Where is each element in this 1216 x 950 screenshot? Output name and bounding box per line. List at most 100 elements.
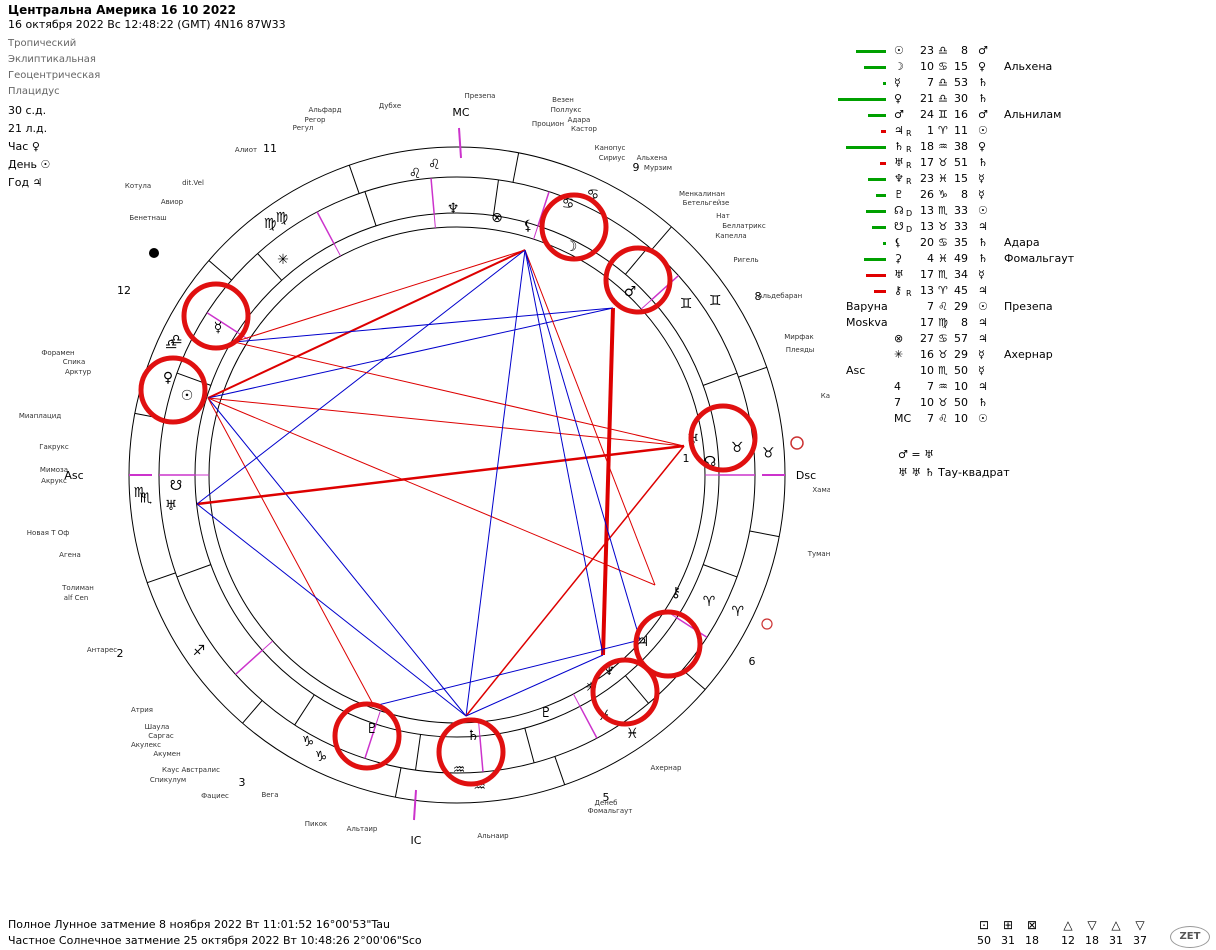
triangle-down-2-icon[interactable]: ▽ xyxy=(1135,918,1145,932)
zodiac-glyph: ♉ xyxy=(762,445,775,461)
count-g: 37 xyxy=(1133,934,1147,947)
star-label: Капелла xyxy=(715,232,746,240)
cell-r: R xyxy=(906,289,912,298)
sign-boundary xyxy=(512,152,520,183)
count-e: 18 xyxy=(1085,934,1099,947)
star-label: Фациес xyxy=(201,792,229,800)
triangle-trine-icon[interactable]: △ xyxy=(1111,918,1121,932)
strength-bar xyxy=(868,178,886,181)
highlight-circle xyxy=(603,245,673,315)
aspect-line xyxy=(524,249,641,641)
star-label: Процион xyxy=(532,120,564,128)
cell-min: 51 xyxy=(954,156,968,169)
star-label: Бетельгейзе xyxy=(683,199,730,207)
triangle-down-icon[interactable]: ▽ xyxy=(1087,918,1097,932)
cell-rul: ♂ xyxy=(978,44,988,57)
count-b: 31 xyxy=(1001,934,1015,947)
star-label: Канопус xyxy=(595,144,626,152)
cell-sign: ♏ xyxy=(938,364,948,377)
setting-placidus[interactable]: Плацидус xyxy=(8,86,60,97)
aspect-line xyxy=(196,249,526,505)
house-divider xyxy=(257,253,283,281)
planet-row: ☿7♎53♄ xyxy=(830,76,1210,92)
cell-sign: ♊ xyxy=(938,108,948,121)
star-label: Денеб xyxy=(595,799,618,807)
star-label: Вега xyxy=(261,791,278,799)
house-number: 8 xyxy=(755,290,762,303)
cell-rul: ♀ xyxy=(978,140,987,153)
house-divider xyxy=(415,734,422,771)
cell-r: R xyxy=(906,161,912,170)
aspect-line xyxy=(207,249,526,399)
planet-glyph: ♃ xyxy=(637,634,650,650)
cell-sign: ♋ xyxy=(938,60,948,73)
cell-deg: 10 xyxy=(920,60,934,73)
star-label: Плеяды xyxy=(786,346,815,354)
grid-aspect-icon[interactable]: ⊞ xyxy=(1002,918,1014,932)
cell-rul: ☿ xyxy=(978,268,985,281)
planet-row: ⊗27♋57♃ xyxy=(830,332,1210,348)
cell-deg: 20 xyxy=(920,236,934,249)
cell-min: 10 xyxy=(954,380,968,393)
aspect-note-1: ♂ = ♅ xyxy=(898,448,934,461)
cell-rul: ☉ xyxy=(978,412,988,425)
cell-sign: ♋ xyxy=(938,236,948,249)
cross-aspect-icon[interactable]: ⊠ xyxy=(1026,918,1038,932)
cell-deg: 26 xyxy=(920,188,934,201)
star-label: Везен xyxy=(552,96,574,104)
aspect-line xyxy=(465,654,604,717)
strength-bar xyxy=(874,290,886,293)
ruler-hour: Час ♀ xyxy=(8,140,40,153)
triangle-up-icon[interactable]: △ xyxy=(1063,918,1073,932)
house-cusp-inner xyxy=(333,243,342,257)
setting-tropical[interactable]: Тропический xyxy=(8,38,77,49)
planet-glyph: ✳ xyxy=(277,252,289,268)
star-label: dit.Vel xyxy=(182,179,204,187)
planet-row: ✳16♉29☿Ахернар xyxy=(830,348,1210,364)
count-d: 12 xyxy=(1061,934,1075,947)
cell-min: 11 xyxy=(954,124,968,137)
house-cusp-inner xyxy=(533,225,539,240)
star-label: Фомальгаут xyxy=(588,807,633,815)
strength-bar xyxy=(883,242,886,245)
setting-ecliptic[interactable]: Эклиптикальная xyxy=(8,54,96,65)
house-divider xyxy=(492,179,499,216)
cell-rul: ♄ xyxy=(978,236,988,249)
house-cusp-inner xyxy=(433,213,436,228)
setting-geocentric[interactable]: Геоцентрическая xyxy=(8,70,101,81)
cell-deg: 4 xyxy=(927,252,934,265)
cell-deg: 17 xyxy=(920,316,934,329)
cell-min: 33 xyxy=(954,220,968,233)
cell-min: 53 xyxy=(954,76,968,89)
house-number: 5 xyxy=(603,791,610,804)
cell-sign: ♉ xyxy=(938,220,948,233)
cell-min: 50 xyxy=(954,364,968,377)
star-label: Толиман xyxy=(61,584,94,592)
house-cusp xyxy=(206,312,238,333)
cell-rul: ♃ xyxy=(978,284,988,297)
star-label: Ригель xyxy=(733,256,758,264)
cell-min: 16 xyxy=(954,108,968,121)
aspect-line xyxy=(196,503,467,717)
planet-glyph: ☉ xyxy=(181,388,194,404)
square-aspect-icon[interactable]: ⊡ xyxy=(978,918,990,932)
cell-sign: ♈ xyxy=(938,284,948,297)
cell-deg: 27 xyxy=(920,332,934,345)
cell-sign: ♌ xyxy=(938,412,948,425)
zodiac-glyph: ♏ xyxy=(140,491,153,507)
star-label: Регор xyxy=(305,116,326,124)
planet-glyph: ♋ xyxy=(562,196,575,212)
highlight-circle xyxy=(539,192,609,262)
planet-glyph: ☿ xyxy=(214,320,223,336)
count-a: 50 xyxy=(977,934,991,947)
cell-min: 30 xyxy=(954,92,968,105)
cell-r: R xyxy=(906,145,912,154)
